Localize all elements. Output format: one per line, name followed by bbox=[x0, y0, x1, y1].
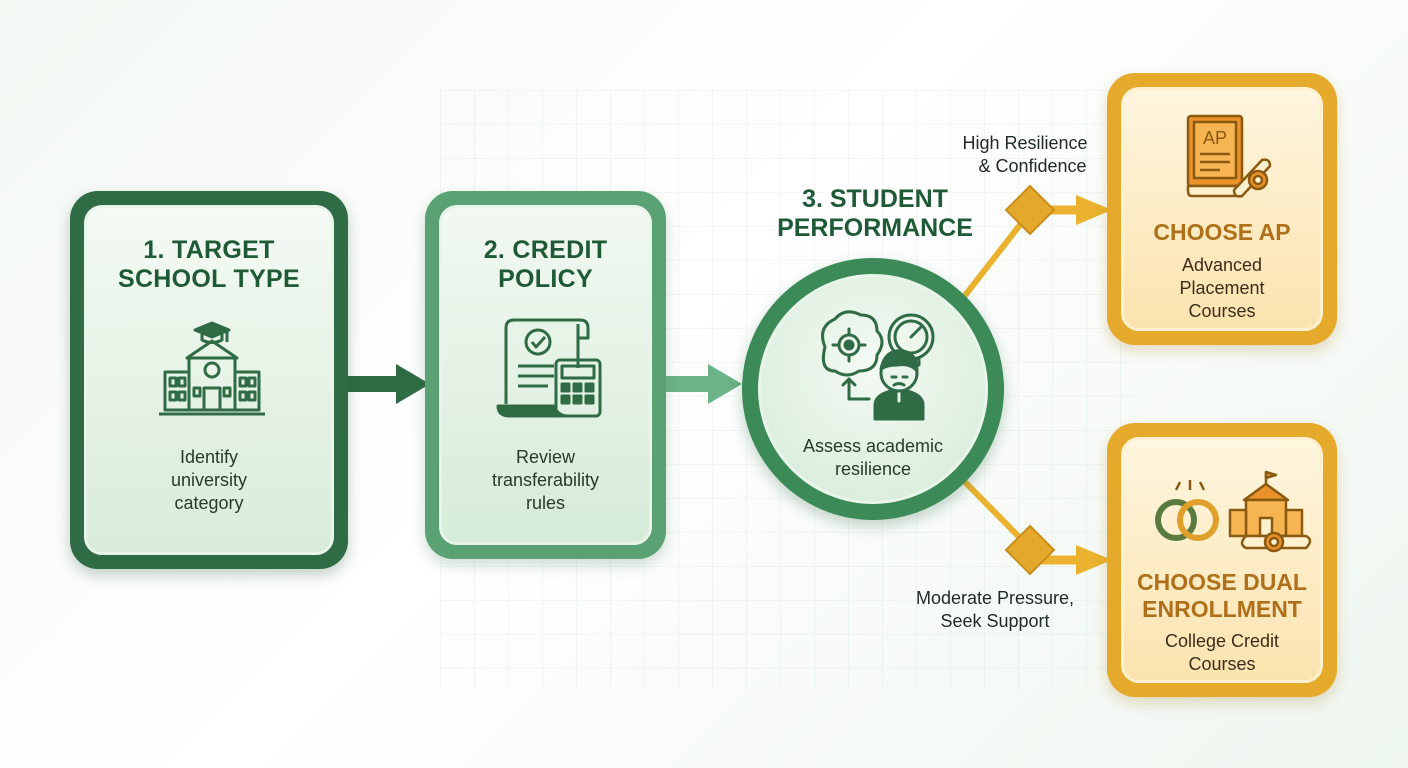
step-3-title-line1: 3. STUDENT bbox=[802, 185, 948, 213]
outcome-ap-desc-line2: Placement bbox=[1179, 278, 1265, 298]
outcome-ap-title: CHOOSE AP bbox=[1153, 219, 1291, 245]
ap-book-label: AP bbox=[1203, 128, 1227, 148]
step-2-card: 2. CREDIT POLICY Review transferability … bbox=[425, 191, 666, 559]
branch-high-line1: High Resilience bbox=[962, 133, 1088, 153]
school-building-icon bbox=[159, 321, 265, 416]
arrow-1-shaft bbox=[348, 376, 400, 392]
ap-book-diploma-icon: AP bbox=[1186, 114, 1272, 198]
step-2-desc-line1: Review bbox=[515, 447, 576, 467]
step-1-desc-line2: university bbox=[170, 470, 248, 490]
step-3-desc-line1: Assess academic bbox=[802, 436, 944, 456]
step-3-circle: Assess academic resilience bbox=[742, 258, 1004, 520]
outcome-ap-desc-line3: Courses bbox=[1188, 301, 1256, 321]
arrow-2-shaft bbox=[666, 376, 712, 392]
document-calculator-icon bbox=[496, 318, 602, 418]
decision-diamond-moderate bbox=[1004, 524, 1056, 576]
step-2-title-line1: 2. CREDIT bbox=[483, 236, 608, 264]
outcome-dual-title-line1: CHOOSE DUAL bbox=[1137, 569, 1307, 595]
branch-high-line2: & Confidence bbox=[978, 156, 1087, 176]
step-1-desc-line1: Identify bbox=[179, 447, 239, 467]
arrow-2-head bbox=[708, 364, 742, 404]
step-3-desc-line2: resilience bbox=[834, 459, 912, 479]
student-brain-gauge-icon bbox=[821, 310, 935, 421]
step-1-desc-line3: category bbox=[174, 493, 244, 513]
decision-diamond-high bbox=[1004, 184, 1056, 236]
outcome-ap-desc-line1: Advanced bbox=[1181, 255, 1263, 275]
outcome-dual-card: CHOOSE DUAL ENROLLMENT College Credit Co… bbox=[1107, 423, 1337, 697]
step-2-desc-line3: rules bbox=[525, 493, 565, 513]
branch-moderate-line1: Moderate Pressure, bbox=[915, 588, 1075, 608]
step-1-title-line2: SCHOOL TYPE bbox=[117, 265, 301, 293]
step-3-title-line2: PERFORMANCE bbox=[777, 214, 973, 242]
outcome-ap-card: AP CHOOSE AP Advanced Placement Courses bbox=[1107, 73, 1337, 345]
step-2-title-line2: POLICY bbox=[498, 265, 593, 293]
branch-moderate-line2: Seek Support bbox=[940, 611, 1050, 631]
outcome-dual-desc-line1: College Credit bbox=[1164, 631, 1280, 651]
step-1-card: 1. TARGET SCHOOL TYPE Identify bbox=[70, 191, 348, 569]
arrow-1-head bbox=[396, 364, 430, 404]
rings-college-diploma-icon bbox=[1155, 470, 1312, 553]
outcome-dual-desc-line2: Courses bbox=[1188, 654, 1256, 674]
outcome-dual-title-line2: ENROLLMENT bbox=[1142, 596, 1302, 622]
step-2-desc-line2: transferability bbox=[491, 470, 600, 490]
step-1-title-line1: 1. TARGET bbox=[143, 236, 275, 264]
